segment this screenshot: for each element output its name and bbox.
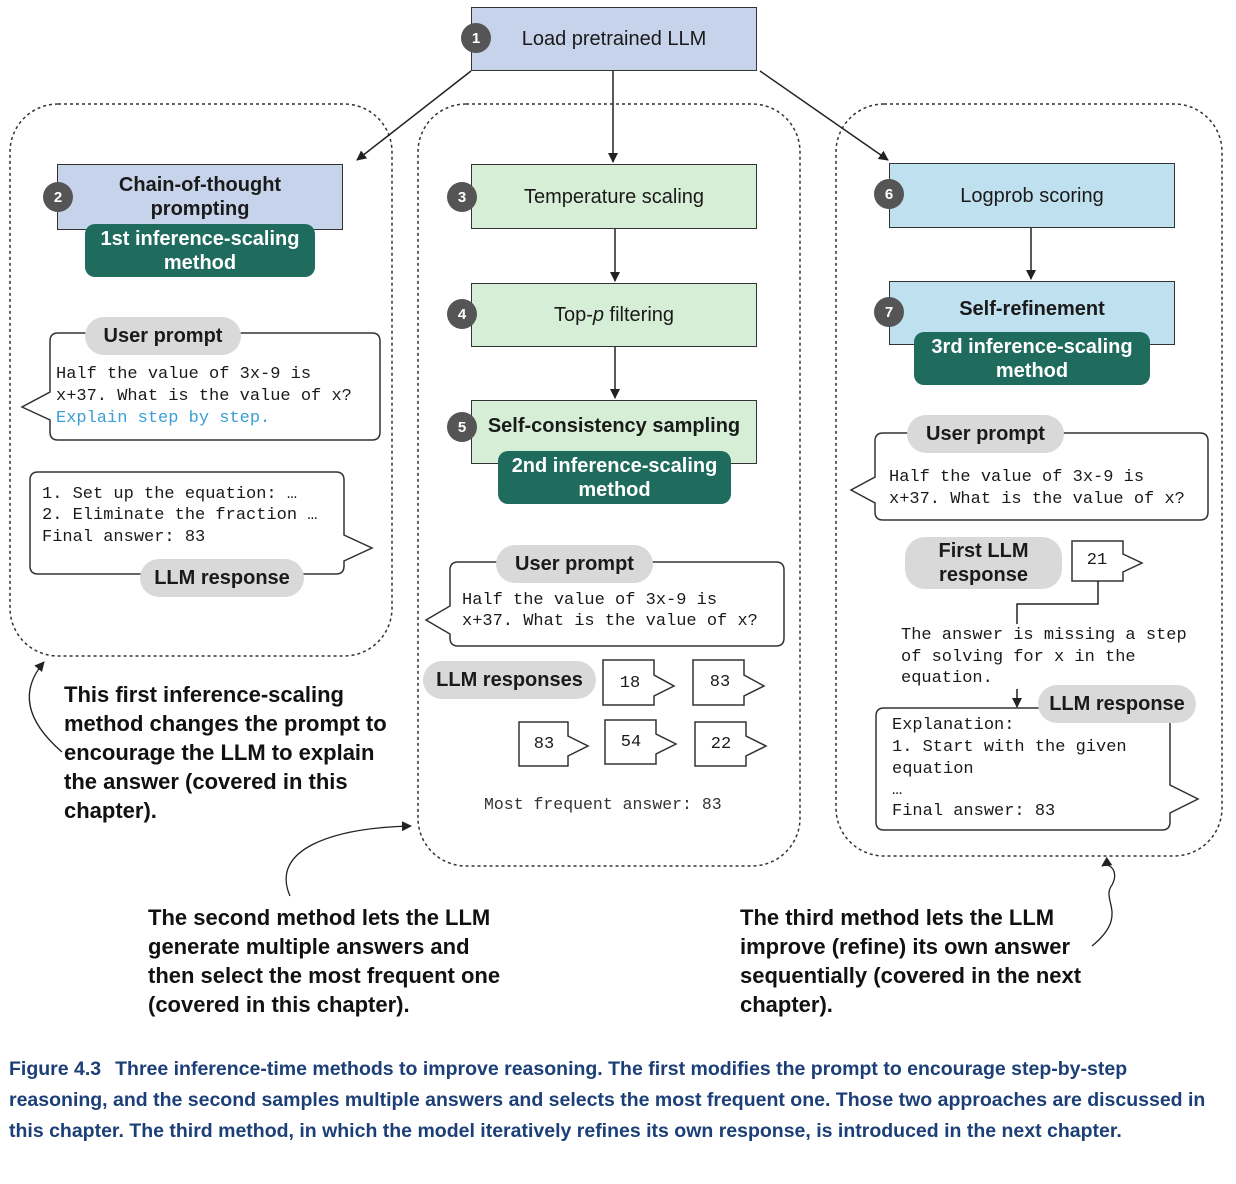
logprob-scoring-box: Logprob scoring [889,163,1175,228]
right-container [835,103,1223,857]
middle-prompt-bubble [424,561,785,647]
step-1-badge: 1 [461,23,491,53]
logprob-scoring-label: Logprob scoring [960,184,1104,207]
method-1-label: 1st inference-scaling method [100,227,300,274]
llm-responses-label: LLM responses [423,661,596,699]
chain-of-thought-label: Chain-of-thought prompting [118,174,282,220]
chain-of-thought-box: Chain-of-thought prompting [57,164,343,230]
step-2-badge: 2 [43,182,73,212]
method-3-label: 3rd inference-scaling method [931,335,1133,382]
feedback-line-1: The answer is missing a step [901,626,1187,645]
left-prompt-bubble [20,332,381,441]
temperature-scaling-box: Temperature scaling [471,164,757,229]
answer-3: 83 [533,735,555,754]
left-response-line-2: 2. Eliminate the fraction … [42,506,318,525]
left-annotation-arrow [28,661,63,753]
right-prompt-bubble [849,432,1209,521]
middle-container [417,103,801,867]
answer-bubble-4 [604,719,678,765]
right-annotation: The third method lets the LLM improve (r… [740,905,1082,1017]
right-llm-response-label: LLM response [1038,685,1196,723]
left-llm-response-label: LLM response [140,559,304,597]
self-consistency-label: Self-consistency sampling [487,415,741,437]
left-prompt-line-2: x+37. What is the value of x? [56,387,352,406]
first-llm-response-label: First LLM response [905,537,1062,589]
left-annotation: This first inference-scaling method chan… [64,682,387,823]
answer-4: 54 [620,733,642,752]
right-prompt-line-1: Half the value of 3x-9 is [889,468,1145,487]
step-3-badge: 3 [447,182,477,212]
step-5-badge: 5 [447,412,477,442]
left-response-bubble [29,471,374,575]
right-response-line-3: equation [892,760,974,779]
left-prompt-line-1: Half the value of 3x-9 is [56,365,312,384]
left-response-line-3: Final answer: 83 [42,528,206,547]
figure-number: Figure 4.3 [9,1058,102,1080]
right-response-line-4: … [892,781,903,800]
left-user-prompt-label: User prompt [85,317,241,355]
right-response-line-2: 1. Start with the given [892,738,1127,757]
middle-annotation-arrow [285,821,412,897]
middle-user-prompt-label: User prompt [496,545,653,583]
left-prompt-line-3: Explain step by step. [56,409,271,428]
right-user-prompt-label: User prompt [907,415,1064,453]
right-response-line-1: Explanation: [892,716,1015,735]
method-3-badge: 3rd inference-scaling method [914,332,1150,385]
middle-prompt-line-1: Half the value of 3x-9 is [462,591,718,610]
method-2-badge: 2nd inference-scaling method [498,451,731,504]
arrow-to-left [356,70,472,161]
feedback-line-3: equation. [901,669,993,688]
answer-bubble-2 [692,659,766,706]
top-p-filtering-label: Top-p filtering [553,304,675,326]
arrow-to-right [759,70,889,161]
first-answer-bubble [1071,540,1144,582]
middle-annotation: The second method lets the LLM generate … [148,905,501,1017]
answer-1: 18 [619,674,641,693]
first-answer: 21 [1086,551,1108,570]
middle-prompt-line-2: x+37. What is the value of x? [462,612,758,631]
step-7-badge: 7 [874,297,904,327]
method-2-label: 2nd inference-scaling method [511,454,718,501]
left-response-line-1: 1. Set up the equation: … [42,485,298,504]
right-annotation-arrow [1091,856,1116,947]
left-container [9,103,393,657]
self-refinement-label: Self-refinement [959,298,1105,320]
answer-2: 83 [709,673,731,692]
method-1-badge: 1st inference-scaling method [85,224,315,277]
feedback-line-2: of solving for x in the [901,648,1136,667]
most-frequent-answer: Most frequent answer: 83 [484,795,722,814]
load-pretrained-llm-label: Load pretrained LLM [521,28,707,50]
step-6-badge: 6 [874,179,904,209]
answer-bubble-1 [602,659,676,706]
load-pretrained-llm-box: Load pretrained LLM [471,7,757,71]
right-prompt-line-2: x+37. What is the value of x? [889,490,1185,509]
right-response-line-5: Final answer: 83 [892,802,1056,821]
top-p-filtering-box: Top-p filtering [471,283,757,347]
answer-5: 22 [710,735,732,754]
caption-text: Three inference-time methods to improve … [9,1058,1206,1142]
step-4-badge: 4 [447,299,477,329]
answer-bubble-5 [694,721,768,767]
temperature-scaling-label: Temperature scaling [523,185,705,208]
answer-bubble-3 [518,721,590,767]
